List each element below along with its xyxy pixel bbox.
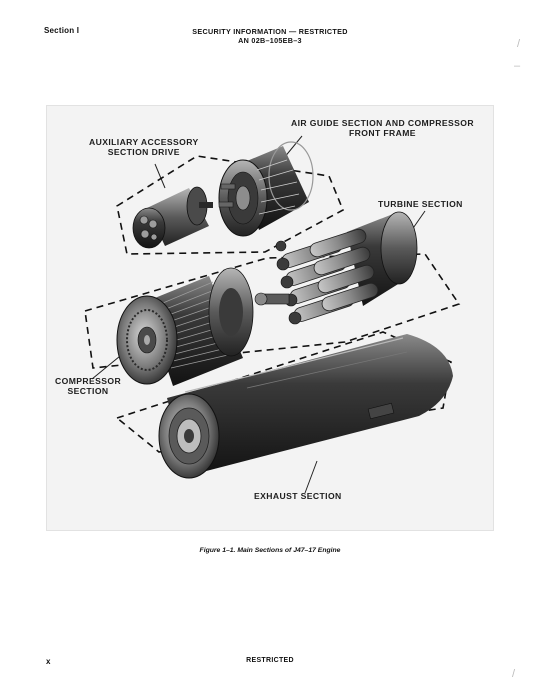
turbine-illustration bbox=[254, 211, 418, 325]
document-id: AN 02B–105EB–3 bbox=[238, 36, 302, 45]
label-exhaust: EXHAUST SECTION bbox=[254, 491, 342, 501]
label-turbine: TURBINE SECTION bbox=[378, 199, 463, 209]
engine-illustration bbox=[84, 135, 461, 494]
compressor-illustration bbox=[116, 267, 254, 386]
margin-mark-bottom: / bbox=[512, 668, 516, 680]
page-number: x bbox=[46, 657, 51, 666]
label-auxiliary-drive: AUXILIARY ACCESSORY SECTION DRIVE bbox=[89, 137, 199, 157]
section-label: Section I bbox=[44, 26, 80, 35]
auxiliary-drive-illustration bbox=[132, 186, 213, 249]
page-header: SECURITY INFORMATION — RESTRICTED AN 02B… bbox=[180, 27, 360, 45]
label-compressor: COMPRESSOR SECTION bbox=[55, 376, 122, 396]
label-air-guide: AIR GUIDE SECTION AND COMPRESSOR FRONT F… bbox=[291, 118, 474, 138]
margin-mark-top-dash: – bbox=[514, 60, 521, 72]
air-guide-illustration bbox=[218, 141, 314, 237]
engine-figure: AIR GUIDE SECTION AND COMPRESSOR FRONT F… bbox=[46, 105, 494, 531]
margin-mark-top: / bbox=[517, 38, 521, 50]
footer-classification: RESTRICTED bbox=[246, 657, 294, 664]
security-line: SECURITY INFORMATION — RESTRICTED bbox=[192, 27, 348, 36]
figure-caption: Figure 1–1. Main Sections of J47–17 Engi… bbox=[199, 547, 341, 554]
exhaust-illustration bbox=[158, 334, 453, 479]
